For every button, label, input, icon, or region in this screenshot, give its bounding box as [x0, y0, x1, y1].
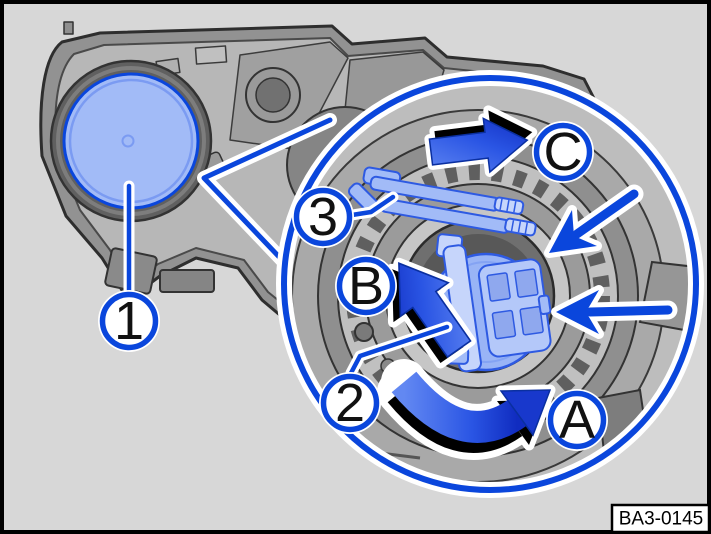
callout-3-badge: 3	[292, 186, 354, 248]
magnifier-wedge	[197, 113, 337, 269]
callout-3-leader	[346, 191, 399, 221]
step-c-letter: C	[544, 122, 583, 182]
step-c-badge: C	[532, 121, 594, 183]
callout-1-badge: 1	[98, 290, 160, 352]
callout-1-number: 1	[114, 291, 144, 351]
figure-code-box: BA3-0145	[610, 503, 711, 534]
callout-2-leader	[345, 321, 453, 379]
figure-code: BA3-0145	[619, 509, 704, 530]
callout-3-number: 3	[308, 187, 338, 247]
step-a-badge: A	[546, 389, 608, 451]
step-a-letter: A	[559, 390, 595, 450]
step-b-letter: B	[348, 256, 384, 316]
detail-circle	[276, 70, 704, 498]
callout-2-badge: 2	[319, 372, 381, 434]
step-b-badge: B	[335, 255, 397, 317]
callout-2-number: 2	[335, 373, 365, 433]
arrow-insert-diagonal-icon	[544, 184, 644, 258]
arrow-rotate-clockwise-icon	[377, 359, 556, 460]
bulb-holder	[426, 233, 552, 373]
arrow-insert-horizontal-icon	[551, 285, 678, 339]
